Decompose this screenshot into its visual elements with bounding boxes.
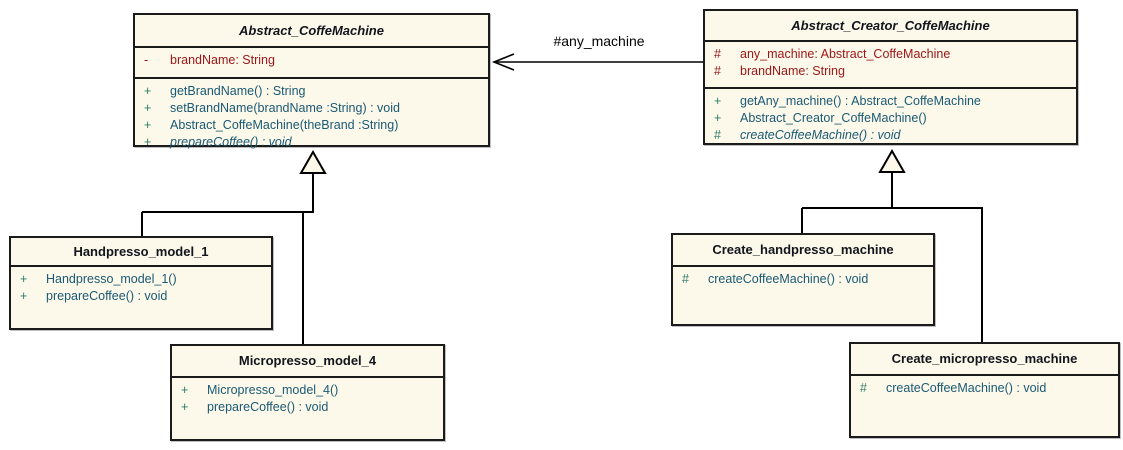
class-name: Micropresso_model_4 <box>172 346 443 378</box>
member-row: + prepareCoffee() : void <box>11 288 271 305</box>
member-row: # createCoffeeMachine() : void <box>705 127 1076 144</box>
visibility-marker: # <box>682 272 689 286</box>
member-row: + Abstract_Creator_CoffeMachine() <box>705 110 1076 127</box>
methods-compartment: # createCoffeeMachine() : void <box>851 376 1118 397</box>
visibility-marker: + <box>144 84 152 98</box>
member-row: + prepareCoffee() : void <box>172 399 443 416</box>
member-text: prepareCoffee() : void <box>207 400 329 414</box>
member-text: getBrandName() : String <box>170 84 306 98</box>
visibility-marker: - <box>144 53 149 67</box>
visibility-marker: + <box>144 101 152 115</box>
visibility-marker: + <box>181 400 189 414</box>
member-text: getAny_machine() : Abstract_CoffeMachine <box>740 94 981 108</box>
visibility-marker: # <box>714 47 721 61</box>
member-row: # createCoffeeMachine() : void <box>673 271 933 288</box>
class-abstract-creator-coffemachine[interactable]: Abstract_Creator_CoffeMachine # any_machin… <box>703 9 1078 145</box>
visibility-marker: + <box>144 135 152 149</box>
member-row: + prepareCoffee() : void <box>135 134 488 151</box>
member-row: + Handpresso_model_1() <box>11 271 271 288</box>
member-row: - brandName: String <box>135 52 488 69</box>
visibility-marker: # <box>714 64 721 78</box>
member-row: + getBrandName() : String <box>135 83 488 100</box>
association-label-any-machine: #any_machine <box>553 33 645 49</box>
member-row: + Abstract_CoffeMachine(theBrand :String) <box>135 117 488 134</box>
class-name: Handpresso_model_1 <box>11 238 271 267</box>
visibility-marker: # <box>714 128 721 142</box>
member-row: + Micropresso_model_4() <box>172 382 443 399</box>
association-any-machine-line <box>491 53 703 71</box>
member-row: + getAny_machine() : Abstract_CoffeMachin… <box>705 93 1076 110</box>
open-arrowhead-icon <box>491 53 515 71</box>
generalization-lines-left <box>141 174 314 344</box>
attributes-compartment: - brandName: String <box>135 48 488 79</box>
visibility-marker: + <box>714 94 722 108</box>
member-text: setBrandName(brandName :String) : void <box>170 101 400 115</box>
member-row: + setBrandName(brandName :String) : void <box>135 100 488 117</box>
class-micropresso-model-4[interactable]: Micropresso_model_4 + Micropresso_model_4(… <box>170 344 445 441</box>
class-create-micropresso-machine[interactable]: Create_micropresso_machine # createCoffeeM… <box>849 342 1120 438</box>
class-name: Abstract_CoffeMachine <box>135 15 488 48</box>
member-text: createCoffeeMachine() : void <box>740 128 901 142</box>
member-text: Handpresso_model_1() <box>46 272 177 286</box>
class-name: Create_micropresso_machine <box>851 344 1118 376</box>
member-text: Micropresso_model_4() <box>207 383 339 397</box>
visibility-marker: + <box>181 383 189 397</box>
member-text: createCoffeeMachine() : void <box>708 272 869 286</box>
member-text: Abstract_Creator_CoffeMachine() <box>740 111 927 125</box>
member-text: brandName: String <box>740 64 845 78</box>
class-create-handpresso-machine[interactable]: Create_handpresso_machine # createCoffeeMa… <box>671 233 935 326</box>
member-row: # createCoffeeMachine() : void <box>851 380 1118 397</box>
methods-compartment: # createCoffeeMachine() : void <box>673 267 933 288</box>
generalization-lines-right <box>801 173 983 342</box>
member-text: prepareCoffee() : void <box>170 135 292 149</box>
class-name: Abstract_Creator_CoffeMachine <box>705 11 1076 42</box>
generalization-triangle-icon <box>299 149 327 174</box>
visibility-marker: + <box>714 111 722 125</box>
visibility-marker: # <box>860 381 867 395</box>
member-text: Abstract_CoffeMachine(theBrand :String) <box>170 118 399 132</box>
visibility-marker: + <box>144 118 152 132</box>
visibility-marker: + <box>20 289 28 303</box>
methods-compartment: + Micropresso_model_4() + prepareCoffee() :… <box>172 378 443 416</box>
member-row: # any_machine: Abstract_CoffeMachine <box>705 46 1076 63</box>
visibility-marker: + <box>20 272 28 286</box>
member-row: # brandName: String <box>705 63 1076 80</box>
methods-compartment: + getAny_machine() : Abstract_CoffeMachin… <box>705 89 1076 144</box>
member-text: createCoffeeMachine() : void <box>886 381 1047 395</box>
class-abstract-coffemachine[interactable]: Abstract_CoffeMachine - brandName: String +… <box>133 13 490 149</box>
attributes-compartment: # any_machine: Abstract_CoffeMachine # bran… <box>705 42 1076 89</box>
member-text: any_machine: Abstract_CoffeMachine <box>740 47 951 61</box>
methods-compartment: + getBrandName() : String + setBrandName(br… <box>135 79 488 151</box>
member-text: brandName: String <box>170 53 275 67</box>
member-text: prepareCoffee() : void <box>46 289 168 303</box>
generalization-triangle-icon <box>878 148 906 173</box>
class-handpresso-model-1[interactable]: Handpresso_model_1+Handpresso_model_1()+… <box>9 236 273 330</box>
methods-compartment: + Handpresso_model_1() + prepareCoffee() : … <box>11 267 271 305</box>
class-name: Create_handpresso_machine <box>673 235 933 267</box>
